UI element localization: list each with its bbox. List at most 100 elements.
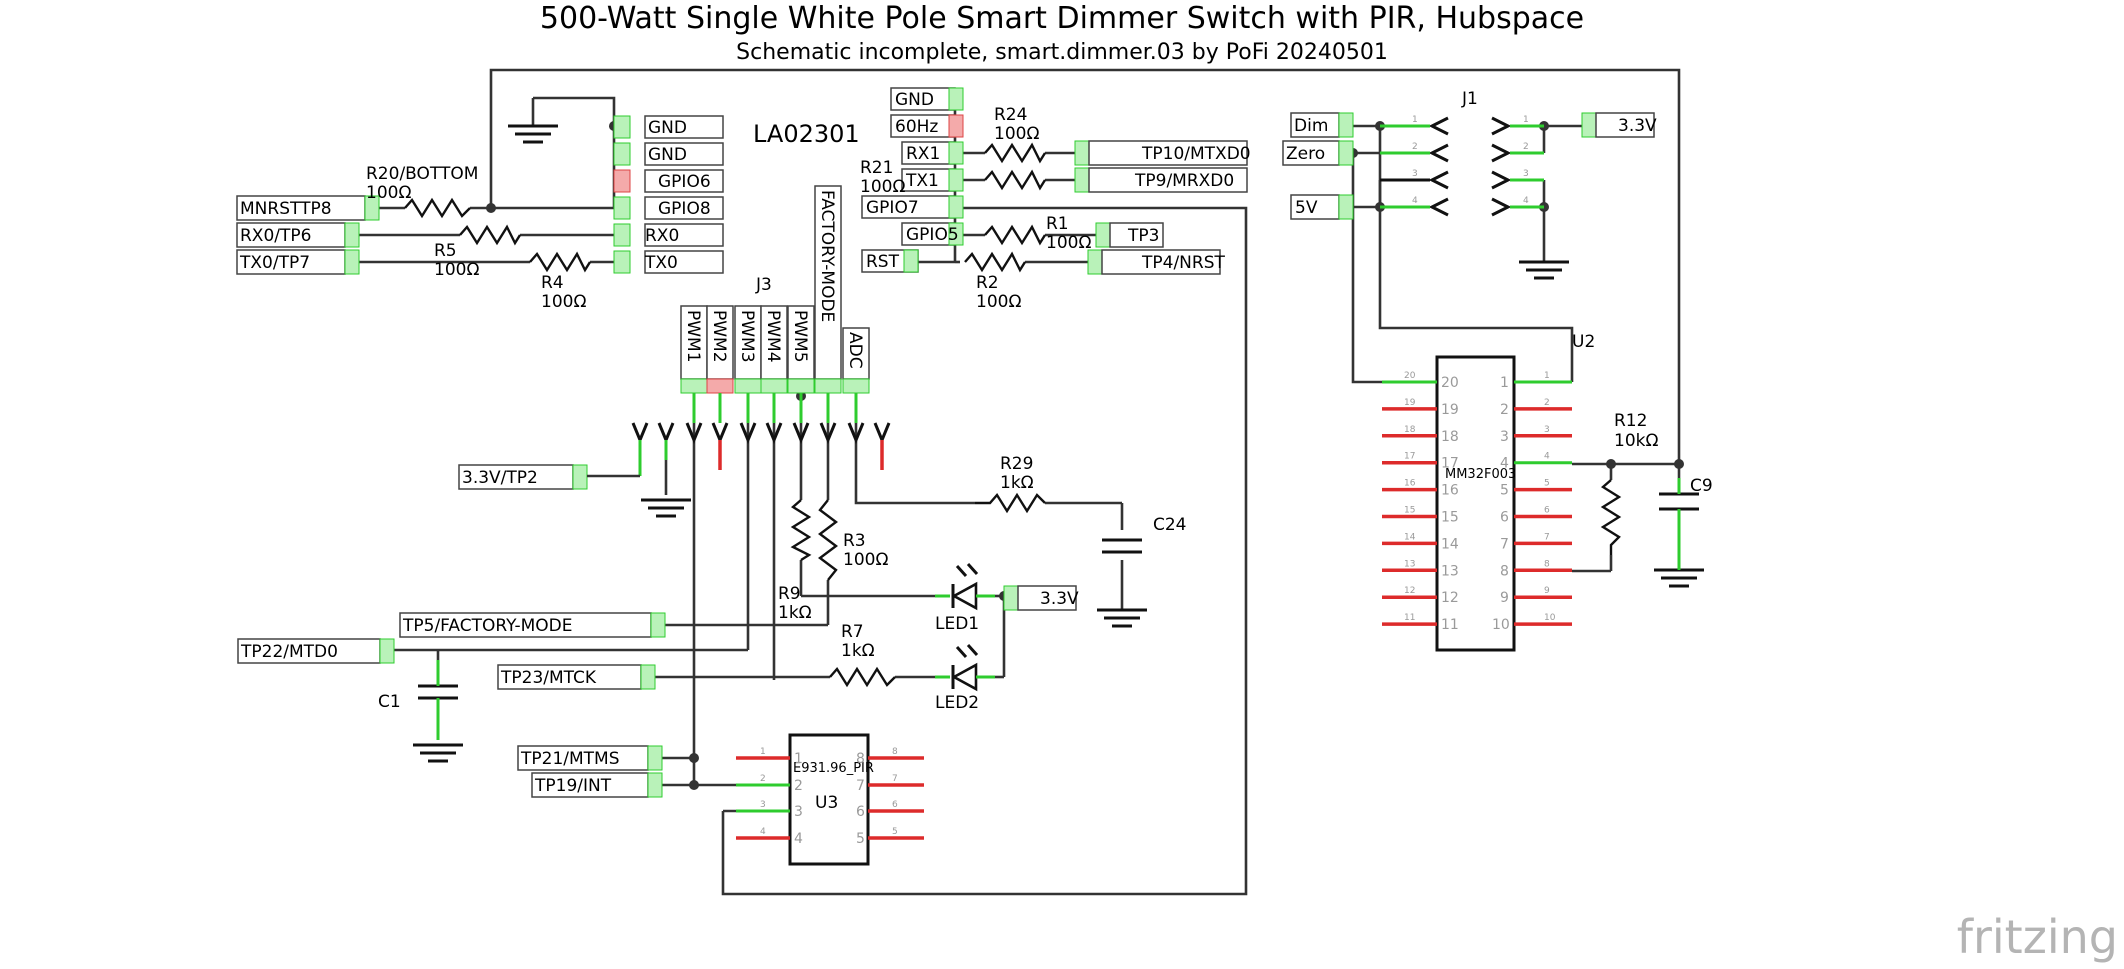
net-label-dim[interactable]: Dim — [1290, 112, 1354, 138]
svg-text:RX0/TP6: RX0/TP6 — [240, 226, 311, 246]
net-label-tx1[interactable]: TX1 — [901, 168, 964, 192]
c1-label: C1 — [378, 692, 401, 712]
net-label-gpio5[interactable]: GPIO5 — [901, 222, 964, 246]
u3-pin-label: 6 — [856, 804, 865, 820]
net-label-tp10[interactable]: TP10/MTXD0 — [1074, 140, 1251, 166]
connector-j1: J1 Dim Zero 5V 3.3V — [1282, 89, 1657, 220]
net-label-gpio8[interactable]: GPIO8 — [613, 196, 724, 220]
j3-pin-arrow — [760, 378, 788, 394]
net-label-gnd[interactable]: GND — [890, 87, 964, 111]
u3-pin-label: 7 — [856, 778, 865, 794]
net-label-3v3[interactable]: 3.3V — [1581, 112, 1657, 138]
u2-pin-label: 5 — [1500, 483, 1509, 499]
svg-text:GPIO5: GPIO5 — [906, 225, 959, 245]
net-label-rx0[interactable]: RX0 — [613, 223, 724, 247]
c24-label: C24 — [1153, 515, 1187, 535]
j3-pin-box — [787, 305, 815, 380]
net-label-rx0-tp6[interactable]: RX0/TP6 — [236, 222, 360, 248]
svg-text:RST: RST — [866, 252, 900, 272]
led1-label: LED1 — [935, 614, 979, 634]
j3-pin-label: PWM5 — [790, 310, 810, 363]
ground-symbol — [413, 743, 463, 763]
net-label-gnd[interactable]: GND — [613, 142, 724, 166]
net-label-3v3-tp2[interactable]: 3.3V/TP2 — [458, 464, 588, 490]
net-label-tp9[interactable]: TP9/MRXD0 — [1074, 167, 1248, 193]
j3-pin-label: FACTORY-MODE — [817, 190, 837, 322]
resistor-r2: R2 100Ω — [964, 251, 1027, 312]
j1-pin-number: 1 — [1523, 115, 1529, 125]
r5-label: R5 — [434, 241, 457, 261]
j3-pin-box — [760, 305, 788, 380]
net-label-tp4[interactable]: TP4/NRST — [1087, 249, 1225, 275]
u2-pin-label: 17 — [1441, 456, 1459, 472]
svg-text:TP22/MTD0: TP22/MTD0 — [240, 642, 338, 662]
j3-fork-pins — [631, 422, 891, 476]
net-label-tp22[interactable]: TP22/MTD0 — [237, 638, 395, 664]
left-connector: GND GND GPIO6 GPIO8 RX0 TX0 — [613, 115, 724, 274]
u2-part: MM32F003 — [1445, 467, 1516, 482]
svg-text:TP19/INT: TP19/INT — [534, 776, 612, 796]
net-label-tp21[interactable]: TP21/MTMS — [517, 745, 663, 771]
net-label-gpio7[interactable]: GPIO7 — [861, 195, 964, 219]
wire-j3-9 — [854, 390, 975, 505]
svg-text:3.3V: 3.3V — [1040, 589, 1079, 609]
net-label-rst[interactable]: RST — [861, 249, 919, 273]
u2-pin-label: 15 — [1441, 510, 1459, 526]
r5-value: 100Ω — [434, 260, 479, 280]
u2-pin-label: 4 — [1500, 456, 1509, 472]
svg-text:GND: GND — [648, 145, 687, 165]
r2-value: 100Ω — [976, 292, 1021, 312]
net-label-tx0-tp7[interactable]: TX0/TP7 — [236, 249, 360, 275]
u2-pin-number: 16 — [1404, 479, 1416, 489]
j3-pin-arrow — [787, 378, 815, 394]
u2-pin-label: 8 — [1500, 563, 1509, 579]
net-label-rx1[interactable]: RX1 — [901, 141, 964, 165]
j3-pin-box — [734, 305, 762, 380]
svg-text:TP5/FACTORY-MODE: TP5/FACTORY-MODE — [402, 616, 572, 636]
net-label-tp5[interactable]: TP5/FACTORY-MODE — [399, 612, 666, 638]
r20-value: 100Ω — [366, 183, 411, 203]
r2-label: R2 — [976, 273, 999, 293]
j3-pin-box — [706, 305, 734, 380]
c9-label: C9 — [1690, 476, 1713, 496]
junction — [689, 780, 699, 790]
svg-text:GPIO8: GPIO8 — [658, 199, 711, 219]
resistor-r3: R3 100Ω — [818, 499, 888, 581]
r4-value: 100Ω — [541, 292, 586, 312]
u2-pin-label: 2 — [1500, 402, 1509, 418]
ground-symbol — [508, 124, 558, 144]
u2-pin-number: 12 — [1404, 586, 1415, 596]
net-label-60hz[interactable]: 60Hz — [890, 114, 964, 138]
net-label-zero[interactable]: Zero — [1282, 140, 1354, 166]
u2-pin-label: 16 — [1441, 483, 1459, 499]
net-label-tx0[interactable]: TX0 — [613, 250, 724, 274]
r1-label: R1 — [1046, 214, 1069, 234]
net-label-tp23[interactable]: TP23/MTCK — [497, 664, 656, 690]
j3-pin-label: PWM3 — [737, 310, 757, 363]
u2-pin-label: 13 — [1441, 563, 1459, 579]
net-label-5v[interactable]: 5V — [1290, 194, 1354, 220]
wire-zero-down — [1351, 153, 1392, 384]
wire-u3-pin1 — [692, 758, 740, 787]
r3-value: 100Ω — [843, 550, 888, 570]
r12-value: 10kΩ — [1614, 431, 1658, 451]
u3-pin-number: 4 — [760, 827, 766, 837]
net-label-tp19[interactable]: TP19/INT — [531, 772, 663, 798]
r24-value: 100Ω — [994, 124, 1039, 144]
net-label-3v3-led[interactable]: 3.3V — [1003, 585, 1079, 611]
u2-pin-label: 9 — [1500, 590, 1509, 606]
svg-text:3.3V/TP2: 3.3V/TP2 — [462, 468, 538, 488]
resistor-r7: R7 1kΩ — [829, 622, 896, 688]
j3-pin-label: PWM2 — [709, 310, 729, 363]
net-label-gnd[interactable]: GND — [613, 115, 724, 139]
ground-symbols — [413, 124, 1704, 763]
ground-symbol — [1097, 608, 1147, 628]
u2-pin-label: 3 — [1500, 429, 1509, 445]
net-label-mnrsttp8[interactable]: MNRSTTP8 — [236, 195, 380, 221]
r24-label: R24 — [994, 105, 1027, 125]
resistor-r4: R4 100Ω — [529, 251, 592, 312]
u2-pin-number: 13 — [1404, 559, 1415, 569]
net-label-tp3[interactable]: TP3 — [1095, 222, 1164, 248]
j3-pin-arrow — [706, 378, 734, 394]
net-label-gpio6[interactable]: GPIO6 — [613, 169, 724, 193]
